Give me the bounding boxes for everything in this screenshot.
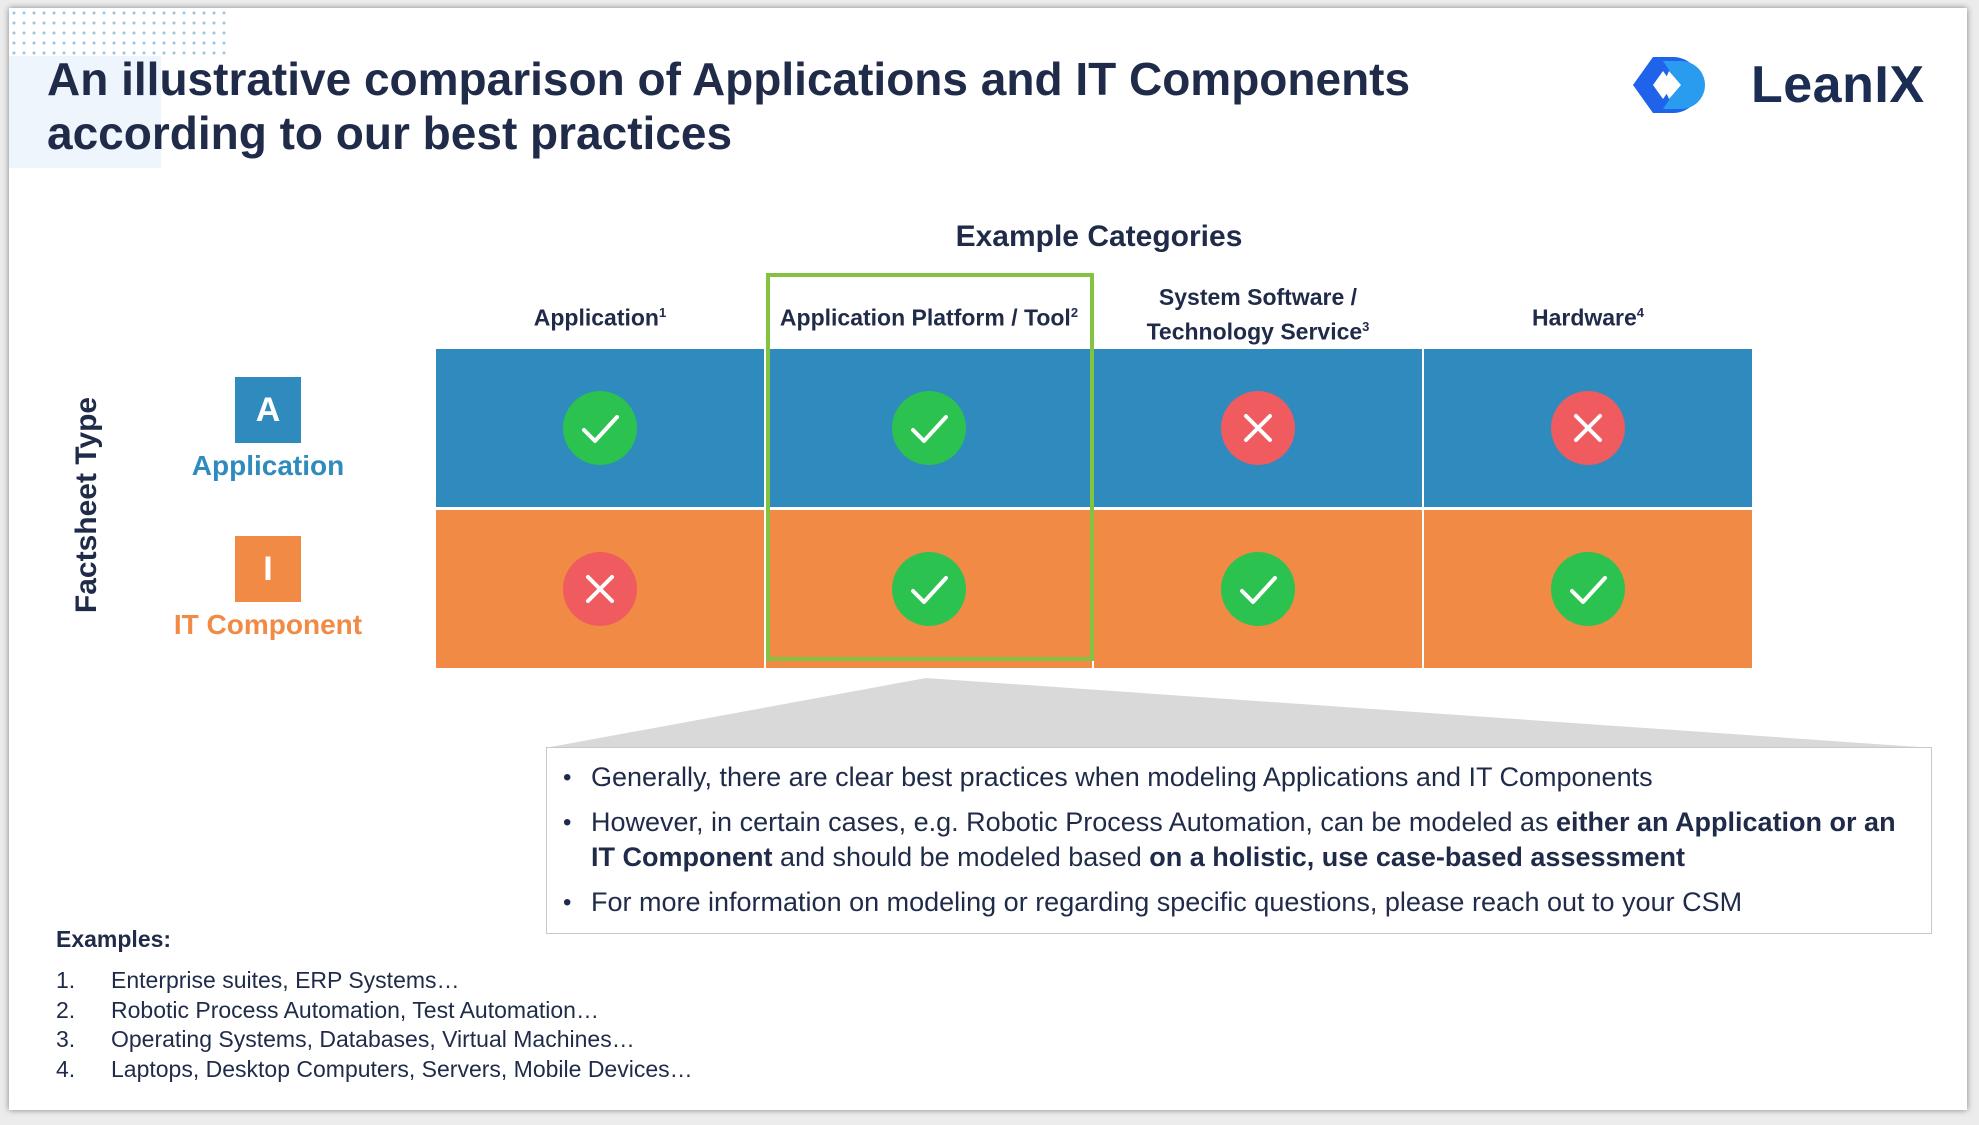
column-header-2: Application Platform / Tool2 xyxy=(759,280,1099,350)
grid-cell xyxy=(766,349,1092,507)
check-icon xyxy=(563,391,637,465)
grid-cell xyxy=(436,349,764,507)
column-header-label: Application1 xyxy=(533,304,667,331)
text: Generally, there are clear best practice… xyxy=(591,762,1653,792)
column-header-label: System Software / Technology Service3 xyxy=(1146,284,1370,345)
grid-cell xyxy=(766,510,1092,668)
example-item: 2. Robotic Process Automation, Test Autom… xyxy=(56,996,693,1026)
decorative-dots xyxy=(9,8,229,60)
grid-cell xyxy=(1424,510,1752,668)
example-item: 3. Operating Systems, Databases, Virtual … xyxy=(56,1025,693,1055)
categories-title: Example Categories xyxy=(955,220,1243,253)
examples-list: 1. Enterprise suites, ERP Systems… 2. Robot… xyxy=(56,966,693,1084)
column-footnote-marker: 2 xyxy=(1070,304,1079,320)
column-header-label: Application Platform / Tool2 xyxy=(779,304,1079,331)
bold-text: on a holistic, use case-based assessment xyxy=(1149,842,1686,872)
text: and should be modeled based xyxy=(772,842,1150,872)
check-icon xyxy=(892,552,966,626)
factsheet-badge-it-component: I xyxy=(235,536,301,602)
example-item: 1. Enterprise suites, ERP Systems… xyxy=(56,966,693,996)
example-number: 4. xyxy=(56,1055,76,1082)
column-footnote-marker: 4 xyxy=(1636,304,1645,320)
grid-cell xyxy=(1094,349,1422,507)
callout-bullets: Generally, there are clear best practice… xyxy=(547,748,1931,920)
text: For more information on modeling or rega… xyxy=(591,887,1743,917)
example-text: Operating Systems, Databases, Virtual Ma… xyxy=(111,1026,635,1052)
title-accent xyxy=(9,56,161,168)
column-header-4: Hardware4 xyxy=(1418,280,1758,350)
check-icon xyxy=(1221,552,1295,626)
check-icon xyxy=(892,391,966,465)
example-text: Robotic Process Automation, Test Automat… xyxy=(111,996,599,1023)
example-text: Enterprise suites, ERP Systems… xyxy=(111,967,460,993)
factsheet-badge-application: A xyxy=(235,377,301,443)
cross-icon xyxy=(563,552,637,626)
slide: An illustrative comparison of Applicatio… xyxy=(9,8,1967,1110)
example-number: 1. xyxy=(56,967,76,993)
column-header-3: System Software / Technology Service3 xyxy=(1128,280,1388,350)
cross-icon xyxy=(1551,391,1625,465)
callout-bullet: However, in certain cases, e.g. Robotic … xyxy=(561,805,1911,875)
example-text: Laptops, Desktop Computers, Servers, Mob… xyxy=(111,1055,693,1082)
examples-title: Examples: xyxy=(56,926,172,952)
grid-cell xyxy=(436,510,764,668)
factsheet-label-it-component: IT Component xyxy=(173,609,363,640)
logo-text: LeanIX xyxy=(1751,56,1925,114)
leanix-logo-icon xyxy=(1633,57,1705,113)
factsheet-label-application: Application xyxy=(191,450,345,481)
example-item: 4. Laptops, Desktop Computers, Servers, M… xyxy=(56,1055,693,1085)
grid-cell xyxy=(1094,510,1422,668)
example-number: 3. xyxy=(56,1026,76,1052)
example-number: 2. xyxy=(56,996,76,1023)
callout-box: Generally, there are clear best practice… xyxy=(546,747,1932,934)
column-footnote-marker: 3 xyxy=(1362,319,1370,335)
column-header-label: Hardware4 xyxy=(1531,304,1645,331)
page-title: An illustrative comparison of Applicatio… xyxy=(47,53,1411,159)
cross-icon xyxy=(1221,391,1295,465)
callout-bullet: For more information on modeling or rega… xyxy=(561,885,1911,920)
column-header-1: Application1 xyxy=(430,280,770,350)
column-footnote-marker: 1 xyxy=(659,304,667,320)
text: However, in certain cases, e.g. Robotic … xyxy=(591,807,1557,837)
bold-text: either an Application or an IT Component xyxy=(591,807,1896,872)
leanix-logo: LeanIX xyxy=(1629,53,1929,117)
grid-cell xyxy=(1424,349,1752,507)
check-icon xyxy=(1551,552,1625,626)
callout-bullet: Generally, there are clear best practice… xyxy=(561,760,1911,795)
factsheet-type-label: Factsheet Type xyxy=(70,396,103,614)
